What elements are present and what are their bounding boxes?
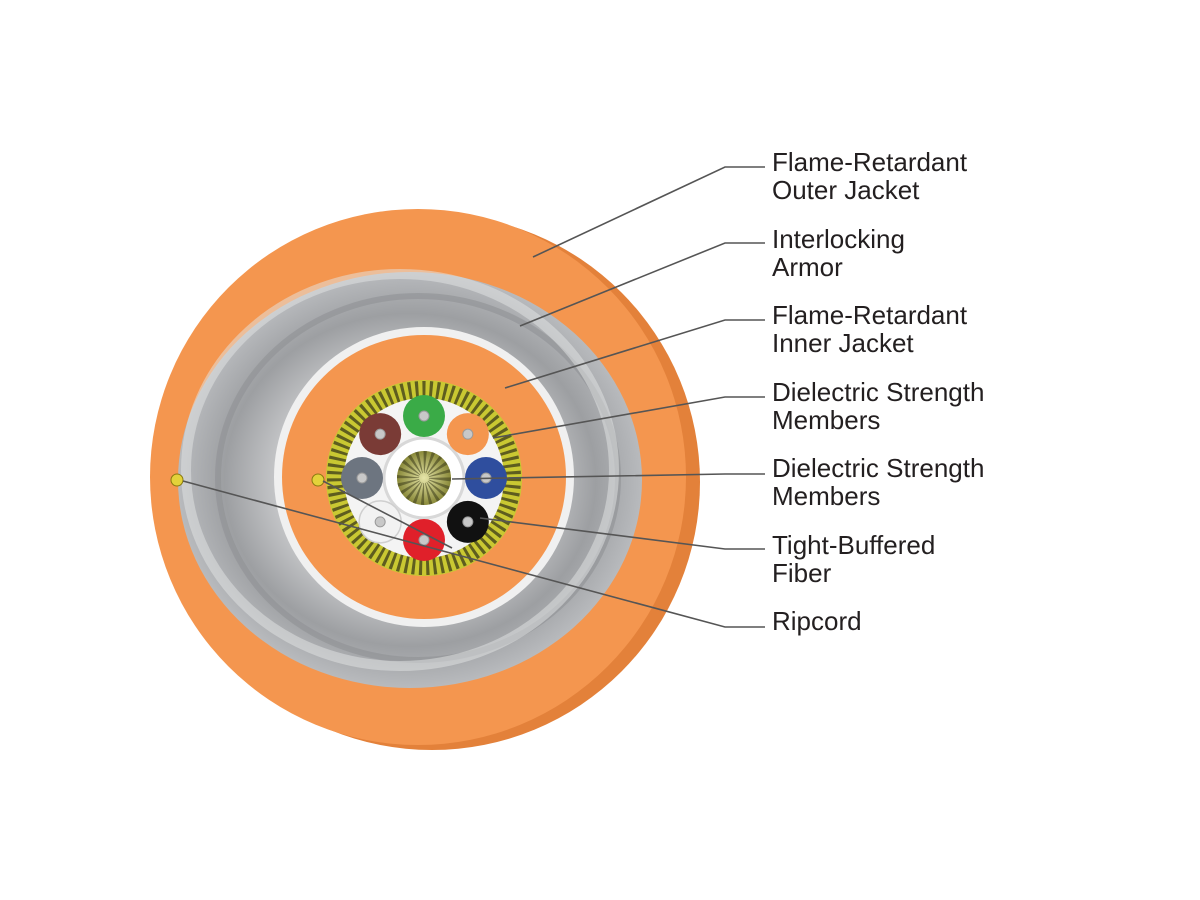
fiber-core-5 (418, 534, 430, 546)
center-member-stripes (397, 451, 451, 505)
fiber-core-8 (374, 428, 386, 440)
tight-buffered-fibers (341, 395, 507, 561)
label-inner-jacket-line-1: Flame-Retardant (772, 300, 968, 330)
leader-armor (519, 242, 765, 327)
label-strength-members-1: Dielectric Strength Members (772, 378, 984, 434)
leader-tight-buffered-fiber (479, 517, 765, 550)
label-inner-jacket-line-2: Inner Jacket (772, 328, 914, 358)
label-strength-members-1-line-2: Members (772, 405, 881, 435)
leader-lines (182, 166, 765, 628)
leader-inner-jacket (504, 319, 765, 389)
label-strength-members-1-line-1: Dielectric Strength (772, 377, 985, 407)
ripcord-outer (170, 473, 184, 487)
fiber-core-1 (418, 410, 430, 422)
label-armor: Interlocking Armor (772, 225, 905, 281)
leader-strength-members-1 (492, 396, 765, 439)
ripcords (170, 473, 325, 487)
fiber-core-2 (462, 428, 474, 440)
leader-strength-members-2 (451, 473, 765, 480)
label-inner-jacket: Flame-Retardant Inner Jacket (772, 301, 967, 357)
label-strength-members-2-line-2: Members (772, 481, 881, 511)
ripcord-inner (311, 473, 325, 487)
label-strength-members-2-line-1: Dielectric Strength (772, 453, 985, 483)
label-tight-buffered-fiber: Tight-Buffered Fiber (772, 531, 935, 587)
label-outer-jacket-line-2: Outer Jacket (772, 175, 920, 205)
label-strength-members-2: Dielectric Strength Members (772, 454, 984, 510)
fiber-core-4 (462, 516, 474, 528)
label-outer-jacket: Flame-Retardant Outer Jacket (772, 148, 967, 204)
armor-highlight (181, 269, 619, 671)
label-ripcord-line-1: Ripcord (772, 606, 862, 636)
label-tight-buffered-fiber-line-1: Tight-Buffered (772, 530, 936, 560)
fiber-core-7 (356, 472, 368, 484)
center-member-core (397, 451, 451, 505)
label-outer-jacket-line-1: Flame-Retardant (772, 147, 968, 177)
fiber-core-6 (374, 516, 386, 528)
center-strength-member (382, 436, 466, 520)
label-tight-buffered-fiber-line-2: Fiber (772, 558, 832, 588)
label-armor-line-1: Interlocking (772, 224, 905, 254)
leader-ripcord-from-inner (322, 480, 453, 549)
label-ripcord: Ripcord (772, 607, 862, 635)
label-armor-line-2: Armor (772, 252, 843, 282)
leader-outer-jacket (532, 166, 765, 258)
leader-ripcord-from-outer (182, 480, 765, 628)
